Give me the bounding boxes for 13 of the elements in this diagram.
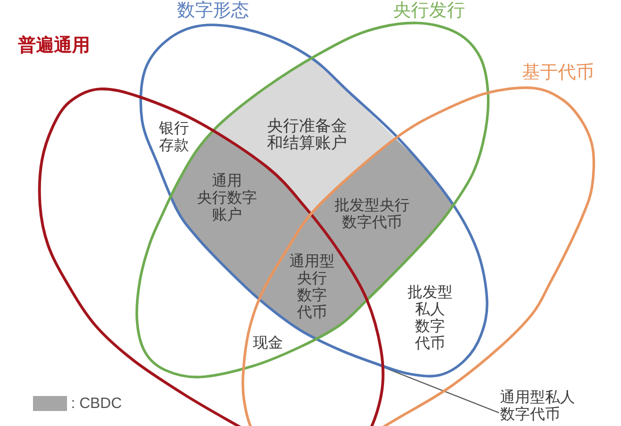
ellipse-label: 基于代币: [522, 63, 594, 83]
region-label: 现金: [253, 334, 283, 352]
callout-text: 通用型私人数字代币: [500, 389, 575, 423]
ellipse-label: 普遍通用: [18, 36, 90, 56]
region-label: 央行准备金和结算账户: [267, 117, 347, 151]
ellipse-label: 央行发行: [393, 1, 465, 21]
region-label: 通用型央行数字代币: [290, 253, 334, 321]
region-label: 批发型央行数字代币: [334, 197, 410, 231]
legend-label: : CBDC: [71, 394, 122, 412]
region-label: 通用央行数字账户: [197, 172, 257, 224]
region-label: 批发型私人数字代币: [408, 284, 452, 352]
region-label: 银行存款: [159, 120, 189, 154]
ellipse-label: 数字形态: [177, 1, 249, 21]
